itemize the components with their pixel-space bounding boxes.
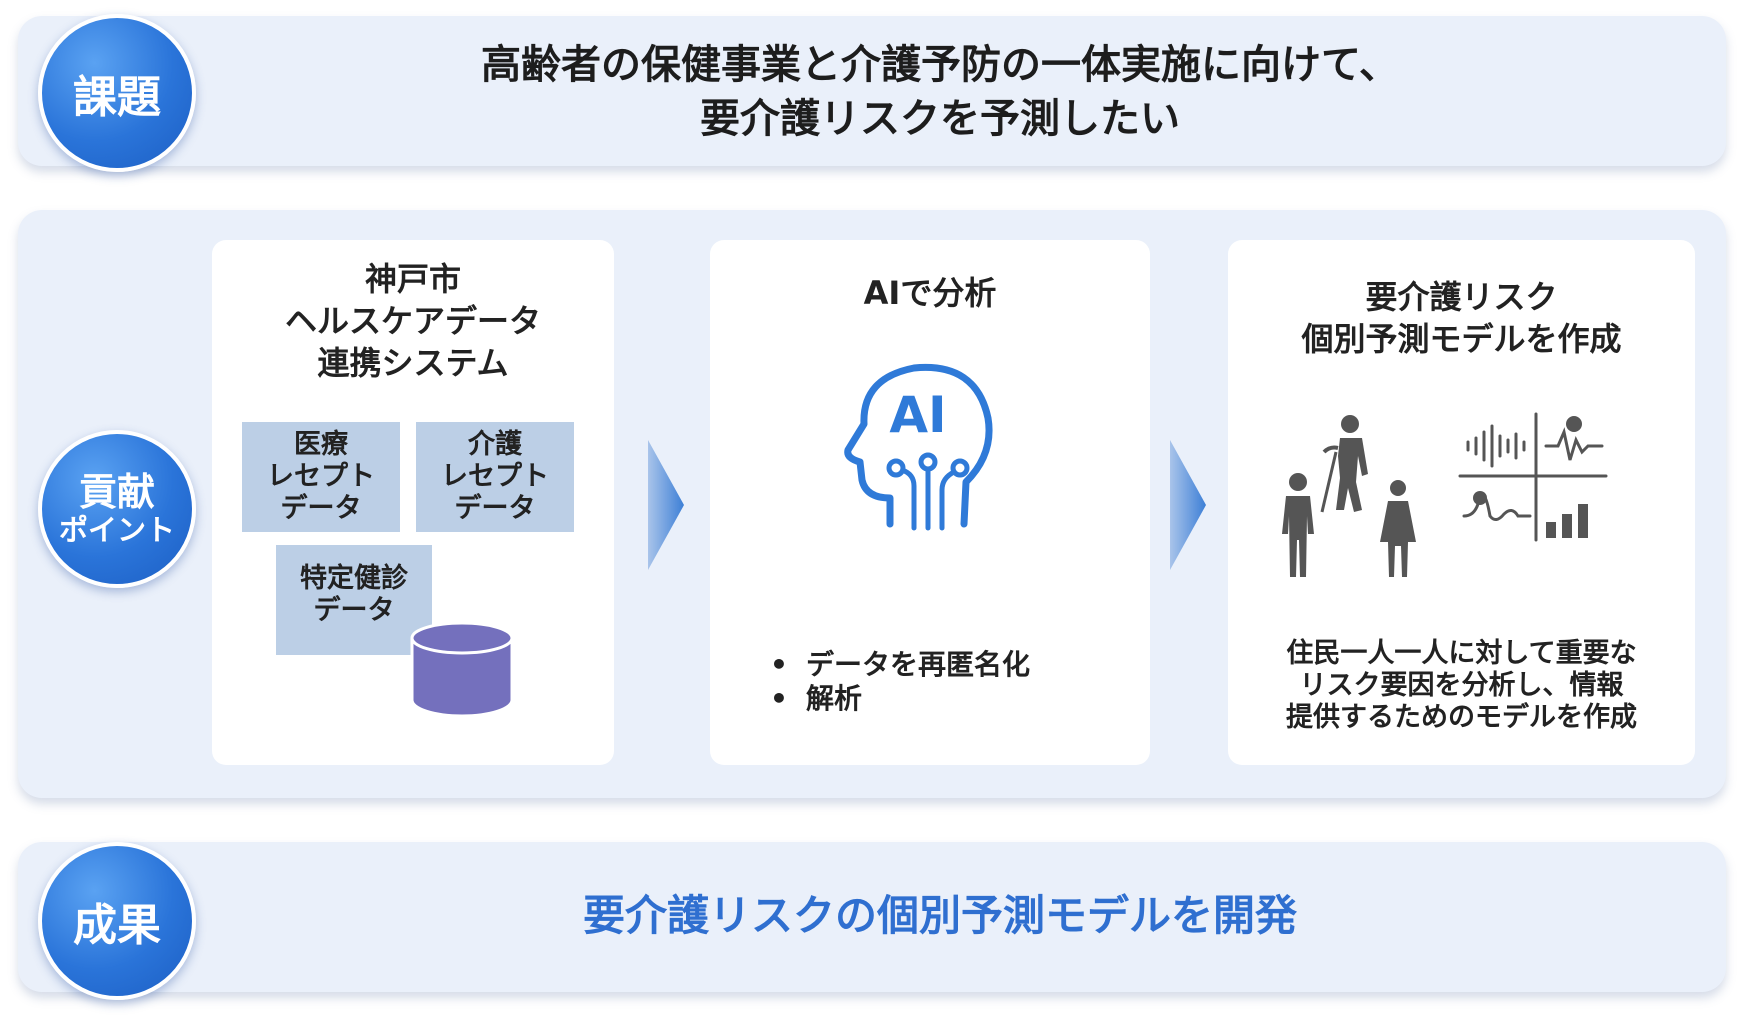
bullet-text: 解析 xyxy=(806,682,863,715)
bullet-text: データを再匿名化 xyxy=(806,648,1031,681)
contribution-badge: 貢献 ポイント xyxy=(38,430,196,588)
chevron-right-icon xyxy=(648,440,684,570)
data-system-title-line3: 連携システム xyxy=(317,344,509,382)
chevron-right-icon xyxy=(1170,440,1206,570)
risk-model-desc-line2: リスク要因を分析し、情報 xyxy=(1299,670,1624,701)
risk-model-title: 要介護リスク 個別予測モデルを作成 xyxy=(1228,276,1695,360)
issue-badge: 課題 xyxy=(38,14,196,172)
data-system-card: 神戸市 ヘルスケアデータ 連携システム 医療 レセプト データ 介護 レセプト … xyxy=(212,240,614,765)
issue-statement: 高齢者の保健事業と介護予防の一体実施に向けて、 要介護リスクを予測したい xyxy=(200,38,1680,146)
issue-line-2: 要介護リスクを予測したい xyxy=(700,96,1180,142)
issue-line-1: 高齢者の保健事業と介護予防の一体実施に向けて、 xyxy=(481,42,1399,88)
ai-analysis-card: AIで分析 AI • データを再匿名化 • 解析 xyxy=(710,240,1150,765)
checkup-box-line2: データ xyxy=(313,595,395,626)
list-item: • データを再匿名化 xyxy=(770,648,1030,682)
care-box-line2: レセプト xyxy=(441,461,549,492)
result-badge: 成果 xyxy=(38,842,196,1000)
result-badge-label: 成果 xyxy=(73,900,161,951)
care-box-line3: データ xyxy=(454,493,536,524)
contribution-badge-line1: 貢献 xyxy=(78,470,155,514)
contribution-badge-line2: ポイント xyxy=(58,513,175,547)
risk-model-title-line2: 個別予測モデルを作成 xyxy=(1301,320,1622,358)
data-system-title-line2: ヘルスケアデータ xyxy=(284,302,541,340)
database-icon xyxy=(410,621,514,718)
people-icon xyxy=(1282,415,1416,577)
checkup-box-line1: 特定健診 xyxy=(300,563,408,594)
care-box-line1: 介護 xyxy=(468,429,522,460)
ai-analysis-title: AIで分析 xyxy=(863,274,997,312)
risk-model-card: 要介護リスク 個別予測モデルを作成 xyxy=(1228,240,1695,765)
list-item: • 解析 xyxy=(770,682,1030,716)
care-receipt-data-box: 介護 レセプト データ xyxy=(416,422,574,532)
ai-head-icon: AI xyxy=(844,363,993,531)
result-panel xyxy=(18,842,1726,992)
ai-icon-text: AI xyxy=(889,386,946,444)
risk-model-title-line1: 要介護リスク xyxy=(1365,278,1558,316)
analysis-chart-icon xyxy=(1458,412,1608,542)
bullet-dot: • xyxy=(770,648,788,681)
ai-steps-list: • データを再匿名化 • 解析 xyxy=(770,648,1030,716)
medical-receipt-data-box: 医療 レセプト データ xyxy=(242,422,400,532)
issue-badge-label: 課題 xyxy=(73,72,161,123)
data-system-title-line1: 神戸市 xyxy=(364,260,461,298)
risk-model-description: 住民一人一人に対して重要な リスク要因を分析し、情報 提供するためのモデルを作成 xyxy=(1228,638,1695,734)
medical-box-line1: 医療 xyxy=(294,429,348,460)
result-statement: 要介護リスクの個別予測モデルを開発 xyxy=(582,891,1297,940)
medical-box-line3: データ xyxy=(280,493,362,524)
data-system-title: 神戸市 ヘルスケアデータ 連携システム xyxy=(212,258,614,384)
bullet-dot: • xyxy=(770,682,788,715)
risk-model-desc-line1: 住民一人一人に対して重要な xyxy=(1286,638,1637,669)
medical-box-line2: レセプト xyxy=(267,461,375,492)
health-checkup-data-box: 特定健診 データ xyxy=(276,545,432,655)
risk-model-desc-line3: 提供するためのモデルを作成 xyxy=(1286,702,1637,733)
issue-panel xyxy=(18,16,1726,166)
